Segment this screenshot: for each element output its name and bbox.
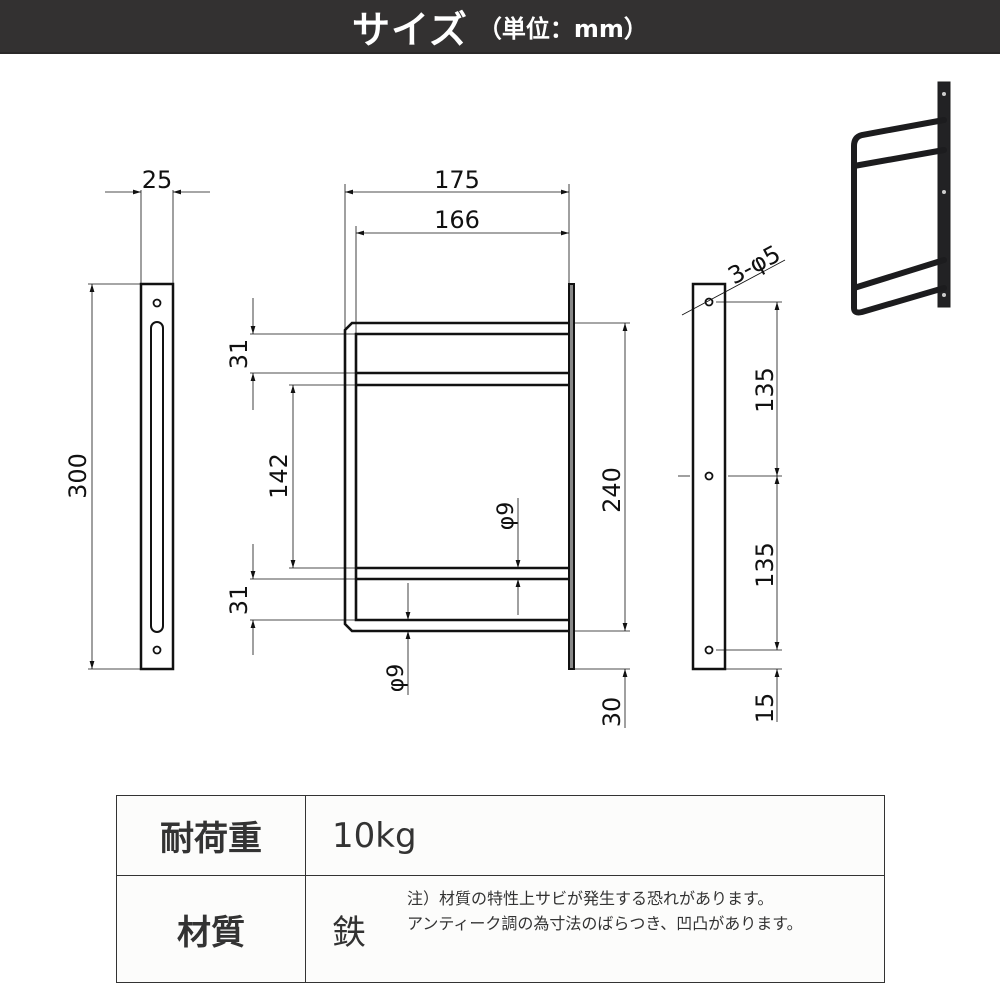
bar-diameter-upper-label: φ9 — [494, 502, 519, 531]
spec-row-material: 材質 鉄 注）材質の特性上サビが発生する恐れがあります。 アンティーク調の為寸法… — [117, 876, 884, 982]
middle-gap-label: 142 — [265, 453, 293, 499]
front-view — [250, 184, 630, 728]
spec-label-load: 耐荷重 — [117, 796, 306, 875]
top-gap-label: 31 — [225, 339, 253, 370]
left-width-label: 25 — [142, 166, 173, 194]
bar-diameter-lower-label: φ9 — [384, 664, 409, 693]
inner-depth-label: 166 — [434, 206, 480, 234]
plate-overhang-label: 30 — [598, 697, 626, 728]
unit-label: （単位：mm） — [477, 14, 648, 43]
spec-table: 耐荷重 10kg 材質 鉄 注）材質の特性上サビが発生する恐れがあります。 アン… — [116, 795, 885, 983]
span-label: 240 — [598, 467, 626, 513]
page-header: サイズ （単位：mm） — [0, 0, 1000, 54]
material-note: 注）材質の特性上サビが発生する恐れがあります。 アンティーク調の為寸法のばらつき… — [407, 886, 803, 936]
upper-pitch-label: 135 — [751, 367, 779, 413]
left-view — [88, 189, 210, 671]
spec-label-material: 材質 — [117, 876, 306, 982]
lower-pitch-label: 135 — [751, 542, 779, 588]
material-note-line-1: 注）材質の特性上サビが発生する恐れがあります。 — [407, 889, 774, 908]
material-note-line-2: アンティーク調の為寸法のばらつき、凹凸があります。 — [407, 914, 803, 933]
bottom-gap-label: 31 — [225, 585, 253, 616]
left-height-label: 300 — [64, 453, 92, 499]
page-title: サイズ — [352, 7, 468, 52]
bottom-offset-label: 15 — [751, 693, 779, 724]
dimension-drawing: 25 300 — [64, 166, 786, 728]
hole-label: 3-φ5 — [723, 240, 785, 291]
spec-row-load: 耐荷重 10kg — [117, 796, 884, 876]
spec-value-load: 10kg — [332, 815, 417, 856]
spec-value-material: 鉄 — [332, 912, 366, 953]
right-view — [678, 259, 786, 722]
product-photo — [851, 81, 951, 316]
overall-depth-label: 175 — [434, 166, 480, 194]
